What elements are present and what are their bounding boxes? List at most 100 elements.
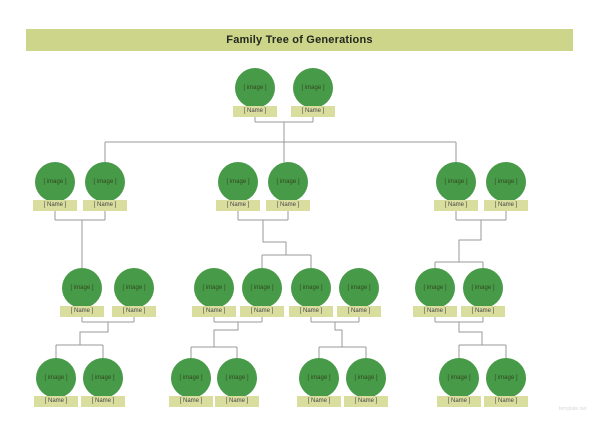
name-placeholder[interactable]: [ Name ] [291,106,335,117]
image-placeholder-text: [ image ] [301,85,325,91]
name-placeholder-text: [ Name ] [122,308,146,314]
person-node: [ image ] [ Name ] [216,162,260,211]
connector-gen3-left-to-gen4 [55,317,135,358]
name-placeholder-text: [ Name ] [447,398,471,404]
photo-placeholder[interactable]: [ image ] [439,358,479,398]
image-placeholder-text: [ image ] [347,285,371,291]
photo-placeholder[interactable]: [ image ] [35,162,75,202]
watermark-text: template.net [559,406,587,412]
name-placeholder[interactable]: [ Name ] [233,106,277,117]
photo-placeholder[interactable]: [ image ] [36,358,76,398]
name-placeholder[interactable]: [ Name ] [60,306,104,317]
person-node: [ image ][ Name ] [461,268,505,317]
name-placeholder[interactable]: [ Name ] [169,396,213,407]
image-placeholder-text: [ image ] [225,375,249,381]
photo-placeholder[interactable]: [ image ] [217,358,257,398]
photo-placeholder[interactable]: [ image ] [85,162,125,202]
name-placeholder[interactable]: [ Name ] [484,396,528,407]
person-node: [ image ] [ Name ] [33,162,77,211]
photo-placeholder[interactable]: [ image ] [62,268,102,308]
name-placeholder[interactable]: [ Name ] [33,200,77,211]
name-placeholder-text: [ Name ] [250,308,274,314]
person-node: [ image ][ Name ] [266,162,310,211]
photo-placeholder[interactable]: [ image ] [415,268,455,308]
name-placeholder-text: [ Name ] [226,202,250,208]
photo-placeholder[interactable]: [ image ] [436,162,476,202]
photo-placeholder[interactable]: [ image ] [486,358,526,398]
connector-gen3-center-b-to-gen4 [310,317,367,358]
person-node: [ image ] [ Name ] [297,358,341,407]
image-placeholder-text: [ image ] [202,285,226,291]
name-placeholder[interactable]: [ Name ] [192,306,236,317]
name-placeholder-text: [ Name ] [70,308,94,314]
name-placeholder[interactable]: [ Name ] [266,200,310,211]
name-placeholder[interactable]: [ Name ] [337,306,381,317]
connector-gen2-center-to-gen3 [237,211,312,268]
name-placeholder-text: [ Name ] [179,398,203,404]
name-placeholder[interactable]: [ Name ] [297,396,341,407]
name-placeholder-text: [ Name ] [93,202,117,208]
name-placeholder[interactable]: [ Name ] [83,200,127,211]
photo-placeholder[interactable]: [ image ] [218,162,258,202]
image-placeholder-text: [ image ] [44,375,68,381]
connector-gen2-right-to-gen3 [434,211,507,268]
name-placeholder[interactable]: [ Name ] [434,200,478,211]
image-placeholder-text: [ image ] [226,179,250,185]
name-placeholder[interactable]: [ Name ] [215,396,259,407]
photo-placeholder[interactable]: [ image ] [346,358,386,398]
image-placeholder-text: [ image ] [93,179,117,185]
photo-placeholder[interactable]: [ image ] [291,268,331,308]
image-placeholder-text: [ image ] [423,285,447,291]
name-placeholder[interactable]: [ Name ] [112,306,156,317]
person-node: [ image ] [ Name ] [240,268,284,317]
name-placeholder[interactable]: [ Name ] [413,306,457,317]
image-placeholder-text: [ image ] [70,285,94,291]
name-placeholder-text: [ Name ] [225,398,249,404]
image-placeholder-text: [ image ] [299,285,323,291]
photo-placeholder[interactable]: [ image ] [171,358,211,398]
photo-placeholder[interactable]: [ image ] [235,68,275,108]
person-node: [ image ] [ Name ] [413,268,457,317]
name-placeholder[interactable]: [ Name ] [81,396,125,407]
name-placeholder-text: [ Name ] [43,202,67,208]
name-placeholder[interactable]: [ Name ] [437,396,481,407]
person-node: [ image ][ Name ] [112,268,156,317]
image-placeholder-text: [ image ] [179,375,203,381]
photo-placeholder[interactable]: [ image ] [83,358,123,398]
name-placeholder[interactable]: [ Name ] [289,306,333,317]
photo-placeholder[interactable]: [ image ] [268,162,308,202]
name-placeholder[interactable]: [ Name ] [240,306,284,317]
name-placeholder[interactable]: [ Name ] [344,396,388,407]
connector-gen2-left-to-gen3 [54,211,106,268]
image-placeholder-text: [ image ] [307,375,331,381]
person-node: [ image ][ Name ] [484,358,528,407]
image-placeholder-text: [ image ] [354,375,378,381]
photo-placeholder[interactable]: [ image ] [486,162,526,202]
image-placeholder-text: [ image ] [91,375,115,381]
connector-gen1-couple [254,117,314,162]
photo-placeholder[interactable]: [ image ] [339,268,379,308]
name-placeholder[interactable]: [ Name ] [461,306,505,317]
photo-placeholder[interactable]: [ image ] [242,268,282,308]
person-node: [ image ] [ Name ] [34,358,78,407]
image-placeholder-text: [ image ] [243,85,267,91]
photo-placeholder[interactable]: [ image ] [299,358,339,398]
image-placeholder-text: [ image ] [250,285,274,291]
connector-gen3-center-a-to-gen4 [190,317,263,358]
name-placeholder[interactable]: [ Name ] [484,200,528,211]
name-placeholder-text: [ Name ] [299,308,323,314]
photo-placeholder[interactable]: [ image ] [293,68,333,108]
image-placeholder-text: [ image ] [43,179,67,185]
photo-placeholder[interactable]: [ image ] [463,268,503,308]
photo-placeholder[interactable]: [ image ] [114,268,154,308]
name-placeholder-text: [ Name ] [301,108,325,114]
name-placeholder-text: [ Name ] [202,308,226,314]
person-node: [ image ] [ Name ] [215,358,259,407]
person-node: [ image ] [ Name ] [337,268,381,317]
name-placeholder[interactable]: [ Name ] [216,200,260,211]
person-node: [ image ] [ Name ] [83,162,127,211]
name-placeholder-text: [ Name ] [494,202,518,208]
photo-placeholder[interactable]: [ image ] [194,268,234,308]
name-placeholder[interactable]: [ Name ] [34,396,78,407]
